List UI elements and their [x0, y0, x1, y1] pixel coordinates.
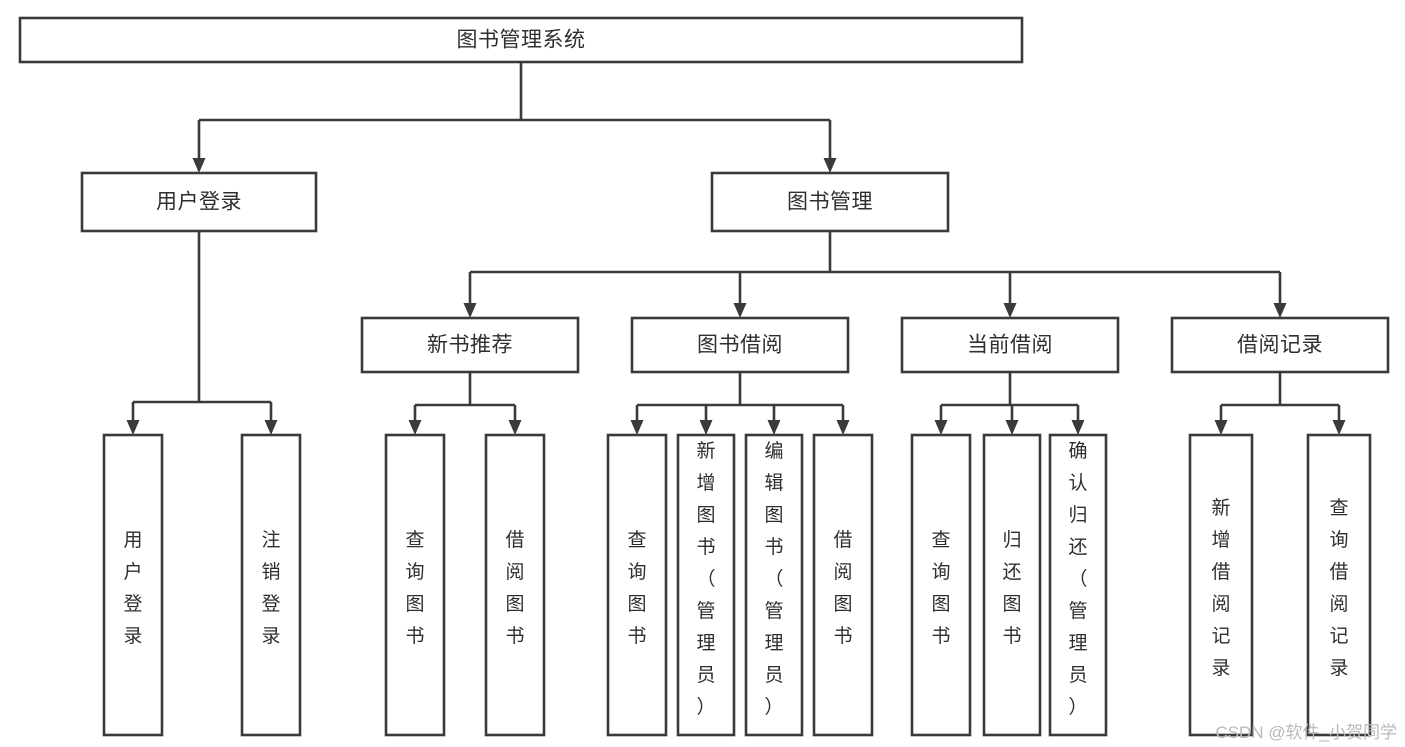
node-leaf-confirm-return[interactable]: 确认归还（管理员）	[1048, 433, 1108, 737]
node-label: 图书管理	[787, 191, 873, 214]
arrow-head-icon	[1003, 303, 1017, 318]
node-leaf-add-borrow-record[interactable]: 新增借阅记录	[1188, 433, 1254, 737]
arrow-head-icon	[1273, 303, 1287, 318]
node-leaf-logout-login[interactable]: 注销登录	[240, 433, 302, 737]
arrow-head-icon	[508, 420, 522, 435]
node-box[interactable]	[1048, 433, 1108, 737]
node-label: 注销登录	[261, 529, 280, 647]
connector-group-user-login	[126, 231, 278, 435]
node-box[interactable]	[1170, 316, 1390, 374]
arrow-head-icon	[630, 420, 644, 435]
node-leaf-query-book-1[interactable]: 查询图书	[384, 433, 446, 737]
arrow-head-icon	[1071, 420, 1085, 435]
node-label: 查询图书	[627, 529, 646, 647]
nodes-layer: 图书管理系统用户登录图书管理新书推荐图书借阅当前借阅借阅记录用户登录注销登录查询…	[18, 16, 1390, 737]
node-box[interactable]	[18, 16, 1024, 64]
node-box[interactable]	[484, 433, 546, 737]
node-book-manage[interactable]: 图书管理	[710, 171, 950, 233]
node-label: 新增图书（管理员）	[696, 440, 715, 718]
arrow-head-icon	[1214, 420, 1228, 435]
node-leaf-query-book-3[interactable]: 查询图书	[910, 433, 972, 737]
node-box[interactable]	[606, 433, 668, 737]
connector-group-root	[192, 62, 837, 173]
node-user-login[interactable]: 用户登录	[80, 171, 318, 233]
node-label: 借阅记录	[1237, 334, 1323, 357]
connectors-layer	[126, 62, 1346, 435]
arrow-head-icon	[192, 158, 206, 173]
node-box[interactable]	[1306, 433, 1372, 737]
node-box[interactable]	[384, 433, 446, 737]
node-label: 用户登录	[156, 191, 242, 214]
node-label: 借阅图书	[505, 529, 524, 647]
node-box[interactable]	[900, 316, 1120, 374]
node-label: 查询图书	[931, 529, 950, 647]
node-new-book-recommend[interactable]: 新书推荐	[360, 316, 580, 374]
arrow-head-icon	[767, 420, 781, 435]
node-leaf-borrow-book-2[interactable]: 借阅图书	[812, 433, 874, 737]
node-borrow-record[interactable]: 借阅记录	[1170, 316, 1390, 374]
connector-group-book-manage	[463, 231, 1287, 318]
node-label: 编辑图书（管理员）	[764, 440, 783, 718]
node-label: 归还图书	[1002, 529, 1021, 647]
node-box[interactable]	[630, 316, 850, 374]
node-box[interactable]	[360, 316, 580, 374]
arrow-head-icon	[934, 420, 948, 435]
node-leaf-edit-book[interactable]: 编辑图书（管理员）	[744, 433, 804, 737]
node-leaf-user-login[interactable]: 用户登录	[102, 433, 164, 737]
node-box[interactable]	[744, 433, 804, 737]
node-box[interactable]	[80, 171, 318, 233]
node-box[interactable]	[676, 433, 736, 737]
arrow-head-icon	[699, 420, 713, 435]
arrow-head-icon	[1332, 420, 1346, 435]
node-current-borrow[interactable]: 当前借阅	[900, 316, 1120, 374]
node-label: 借阅图书	[833, 529, 852, 647]
arrow-head-icon	[463, 303, 477, 318]
node-leaf-query-book-2[interactable]: 查询图书	[606, 433, 668, 737]
node-label: 新书推荐	[427, 334, 513, 357]
node-label: 当前借阅	[967, 334, 1053, 357]
node-box[interactable]	[102, 433, 164, 737]
node-box[interactable]	[982, 433, 1042, 737]
node-leaf-query-borrow-record[interactable]: 查询借阅记录	[1306, 433, 1372, 737]
connector-group-current-borrow	[934, 372, 1085, 435]
connector-group-new-book-recommend	[408, 372, 522, 435]
arrow-head-icon	[733, 303, 747, 318]
arrow-head-icon	[1005, 420, 1019, 435]
node-label: 确认归还（管理员）	[1068, 440, 1087, 718]
arrow-head-icon	[823, 158, 837, 173]
node-root[interactable]: 图书管理系统	[18, 16, 1024, 64]
node-label: 查询图书	[405, 529, 424, 647]
node-box[interactable]	[710, 171, 950, 233]
node-leaf-return-book[interactable]: 归还图书	[982, 433, 1042, 737]
connector-group-borrow-record	[1214, 372, 1346, 435]
arrow-head-icon	[126, 420, 140, 435]
arrow-head-icon	[264, 420, 278, 435]
node-leaf-add-book[interactable]: 新增图书（管理员）	[676, 433, 736, 737]
node-box[interactable]	[240, 433, 302, 737]
arrow-head-icon	[408, 420, 422, 435]
connector-group-book-borrow	[630, 372, 850, 435]
node-box[interactable]	[812, 433, 874, 737]
node-label: 图书管理系统	[457, 29, 586, 52]
node-label: 图书借阅	[697, 334, 783, 357]
node-box[interactable]	[910, 433, 972, 737]
node-label: 查询借阅记录	[1329, 497, 1348, 679]
node-box[interactable]	[1188, 433, 1254, 737]
node-label: 用户登录	[123, 530, 142, 647]
node-leaf-borrow-book-1[interactable]: 借阅图书	[484, 433, 546, 737]
arrow-head-icon	[836, 420, 850, 435]
node-label: 新增借阅记录	[1211, 497, 1230, 679]
node-book-borrow[interactable]: 图书借阅	[630, 316, 850, 374]
